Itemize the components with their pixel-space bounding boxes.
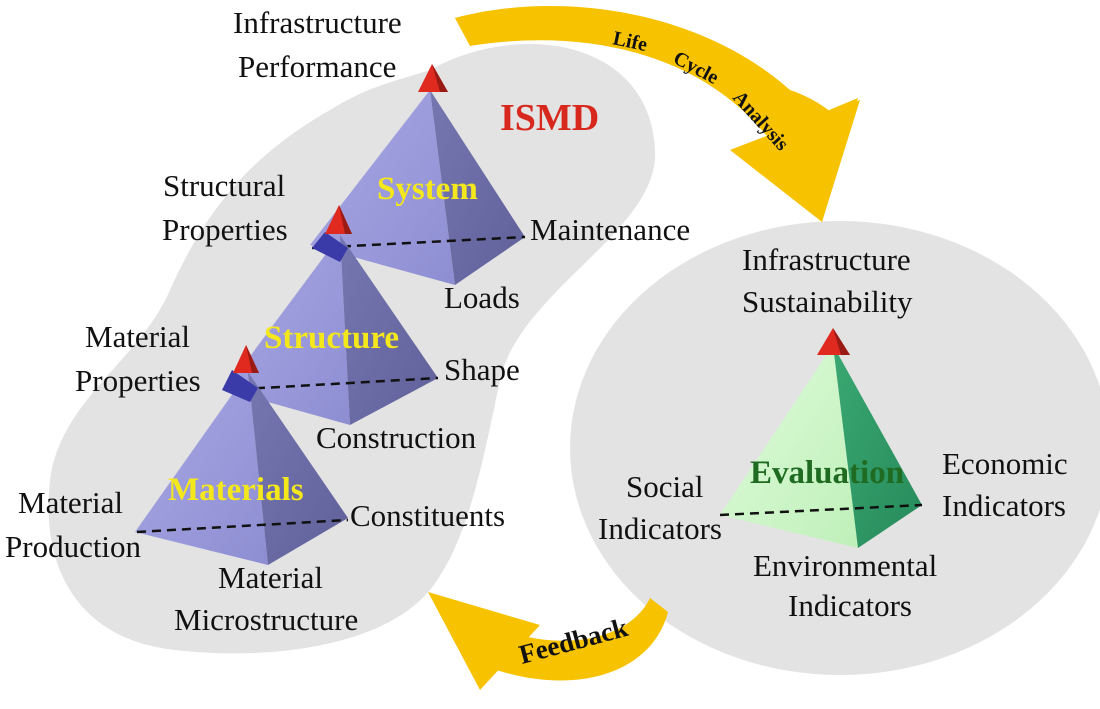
materials-bottom-label-line2: Microstructure xyxy=(174,602,358,637)
evaluation-right-label-line2: Indicators xyxy=(942,488,1066,523)
structure-pyramid xyxy=(225,232,439,425)
system-apex-label-line2: Performance xyxy=(238,49,396,84)
materials-apex-shade-icon xyxy=(246,345,259,373)
materials-band xyxy=(222,370,258,402)
system-face-right xyxy=(430,90,525,285)
structure-tier-label: Structure xyxy=(264,320,399,356)
structure-apex-shade-icon xyxy=(339,205,352,234)
life-cycle-arrow-head xyxy=(738,98,858,222)
materials-right-label: Constituents xyxy=(350,498,505,533)
life-cycle-arrow xyxy=(455,6,860,222)
system-right-label: Maintenance xyxy=(530,212,690,247)
materials-base-line xyxy=(136,518,349,534)
evaluation-face-right xyxy=(833,345,922,548)
materials-face-right xyxy=(248,372,348,565)
system-left-label-line1: Structural xyxy=(163,168,285,203)
evaluation-face-left xyxy=(720,345,858,548)
structure-face-right xyxy=(340,235,438,425)
evaluation-tier-label: Evaluation xyxy=(750,455,904,491)
structure-left-label-line1: Material xyxy=(85,319,190,354)
evaluation-bottom-label-line2: Indicators xyxy=(788,588,912,623)
evaluation-bottom-label-line1: Environmental xyxy=(753,548,937,583)
feedback-arrow-body xyxy=(470,598,668,681)
evaluation-pyramid xyxy=(719,345,923,548)
materials-left-label-line2: Production xyxy=(5,529,142,564)
ismd-title: ISMD xyxy=(500,97,599,139)
system-tier-label: System xyxy=(377,171,478,207)
evaluation-apex-label-line2: Sustainability xyxy=(742,284,913,319)
apex-markers xyxy=(233,64,850,373)
system-bottom-label: Loads xyxy=(444,280,520,315)
structure-left-label-line2: Properties xyxy=(75,363,201,398)
system-pyramid xyxy=(310,90,526,285)
structure-right-label: Shape xyxy=(444,352,520,387)
structure-bottom-label: Construction xyxy=(316,420,477,455)
evaluation-base-line xyxy=(719,503,923,517)
evaluation-left-label-line2: Indicators xyxy=(598,511,722,546)
structure-band xyxy=(312,232,348,262)
system-left-label-line2: Properties xyxy=(162,212,288,247)
materials-bottom-label-line1: Material xyxy=(218,560,323,595)
system-apex-shade-icon xyxy=(432,64,448,92)
evaluation-left-label-line1: Social xyxy=(626,469,704,504)
structure-base-line xyxy=(225,376,439,392)
materials-pyramid xyxy=(135,370,349,565)
evaluation-apex-shade-icon xyxy=(833,328,850,355)
materials-left-label-line1: Material xyxy=(18,485,123,520)
materials-tier-label: Materials xyxy=(168,472,304,508)
system-apex-label-line1: Infrastructure xyxy=(233,5,402,40)
system-face-left xyxy=(310,90,455,285)
materials-face-left xyxy=(135,372,268,565)
evaluation-apex-label-line1: Infrastructure xyxy=(742,242,911,277)
evaluation-right-label-line1: Economic xyxy=(942,446,1068,481)
structure-face-left xyxy=(225,235,350,425)
feedback-arrow-head xyxy=(428,592,540,690)
life-cycle-arrow-body xyxy=(455,7,808,141)
